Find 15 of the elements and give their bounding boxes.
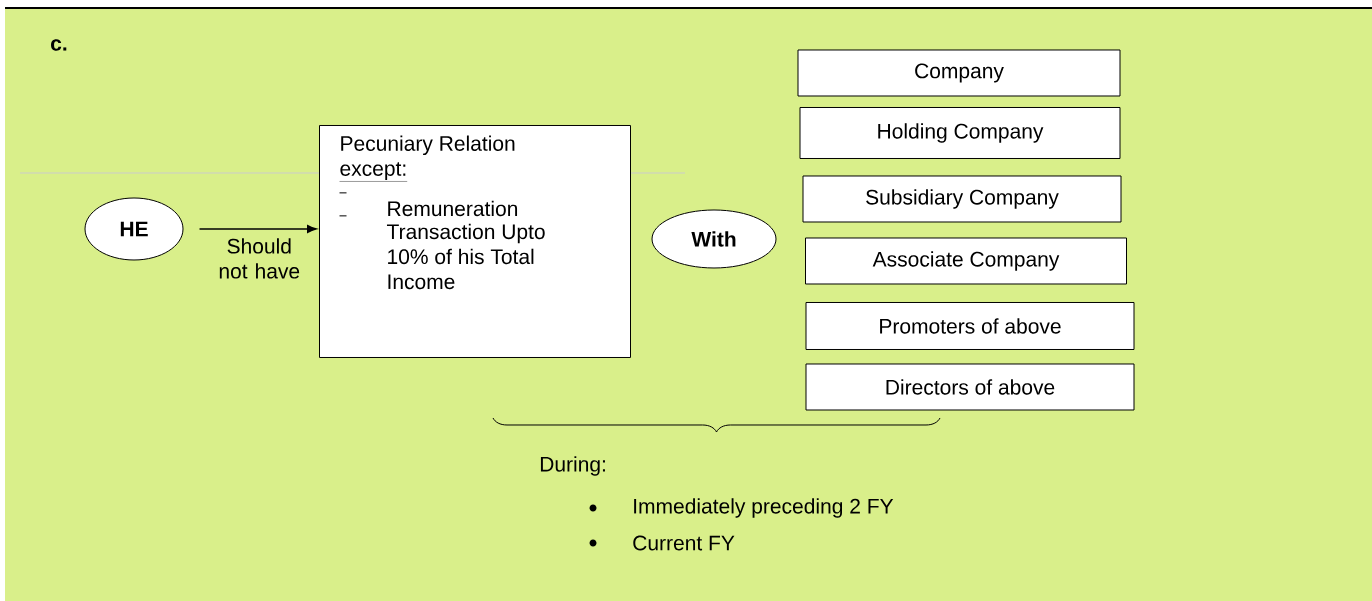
entity-box: Promoters of above <box>805 302 1135 350</box>
edge-label: Should not have <box>219 238 300 279</box>
bullet-text: Current FY <box>633 535 735 551</box>
entity-box: Subsidiary Company <box>802 175 1122 223</box>
text-box: Pecuniary Relation except: Remuneration Transaction Upto 10% of his Total Income <box>319 125 631 358</box>
entity-box: Company <box>797 49 1121 97</box>
oval-node: With <box>651 209 777 269</box>
oval-node: HE <box>84 197 184 261</box>
entity-box: Holding Company <box>799 107 1121 159</box>
bullet-text: Immediately preceding 2 FY <box>634 498 894 518</box>
arrow <box>198 224 317 233</box>
note-text: During: <box>540 456 605 476</box>
panel-letter: c. <box>51 39 67 51</box>
entity-box: Directors of above <box>805 363 1135 411</box>
entity-box: Associate Company <box>805 237 1127 285</box>
